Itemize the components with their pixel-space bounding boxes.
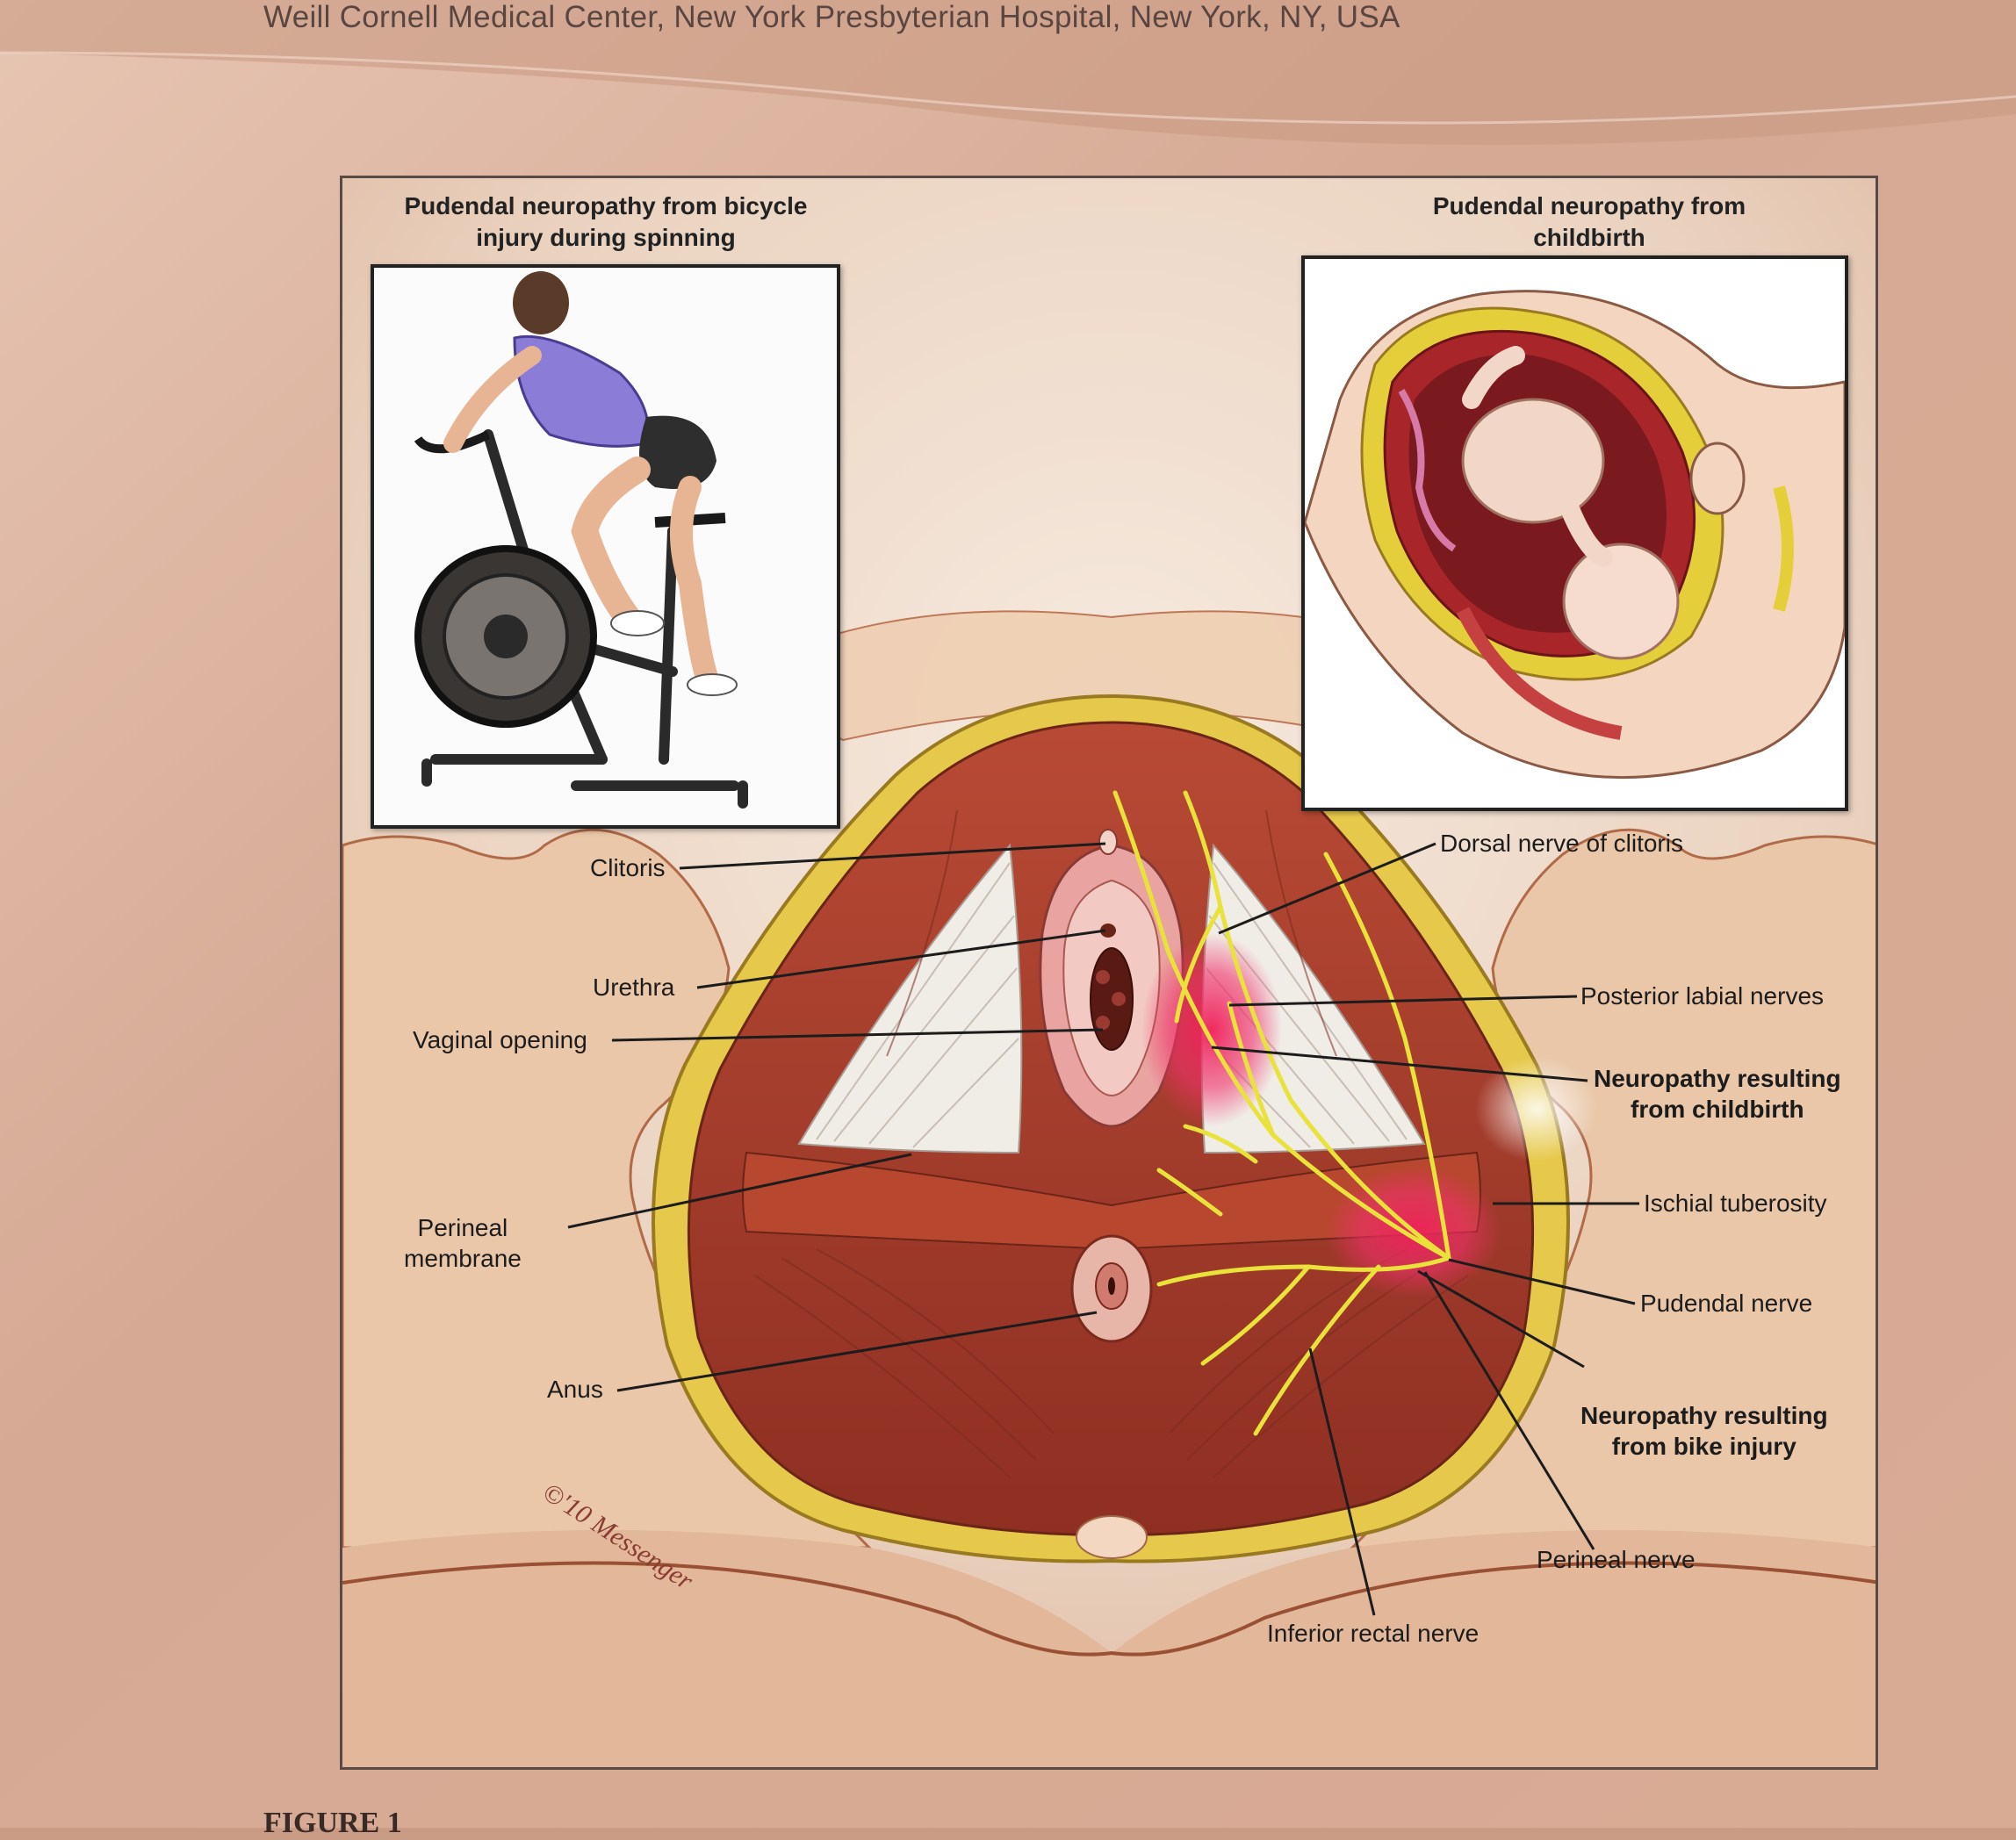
- bike-inset-image: [371, 264, 840, 829]
- spinning-cyclist-illustration: [374, 268, 837, 825]
- figure-caption: FIGURE 1: [263, 1807, 402, 1839]
- label-perineal-membrane: Perineal membrane: [404, 1214, 522, 1272]
- affiliation-header: Weill Cornell Medical Center, New York P…: [263, 0, 1400, 34]
- label-dorsal-nerve-of-clitoris: Dorsal nerve of clitoris: [1440, 830, 1683, 857]
- label-perineal-nerve: Perineal nerve: [1537, 1546, 1696, 1573]
- bike-inset-title: Pudendal neuropathy from bicycle injury …: [404, 192, 808, 251]
- figure-frame: Pudendal neuropathy from bicycle injury …: [340, 176, 1878, 1770]
- label-vaginal-opening: Vaginal opening: [413, 1026, 587, 1053]
- pregnancy-cross-section-illustration: [1305, 259, 1845, 808]
- label-clitoris: Clitoris: [590, 854, 666, 881]
- label-posterior-labial-nerves: Posterior labial nerves: [1580, 982, 1825, 1010]
- label-neuropathy-bike: Neuropathy resulting from bike injury: [1580, 1402, 1828, 1460]
- label-urethra: Urethra: [593, 974, 675, 1001]
- label-pudendal-nerve: Pudendal nerve: [1640, 1290, 1813, 1317]
- label-neuropathy-childbirth: Neuropathy resulting from childbirth: [1594, 1065, 1841, 1123]
- childbirth-inset-image: [1301, 255, 1848, 811]
- label-anus: Anus: [547, 1376, 603, 1403]
- childbirth-inset-title: Pudendal neuropathy from childbirth: [1432, 192, 1746, 251]
- label-inferior-rectal-nerve: Inferior rectal nerve: [1267, 1620, 1480, 1647]
- label-ischial-tuberosity: Ischial tuberosity: [1644, 1190, 1827, 1217]
